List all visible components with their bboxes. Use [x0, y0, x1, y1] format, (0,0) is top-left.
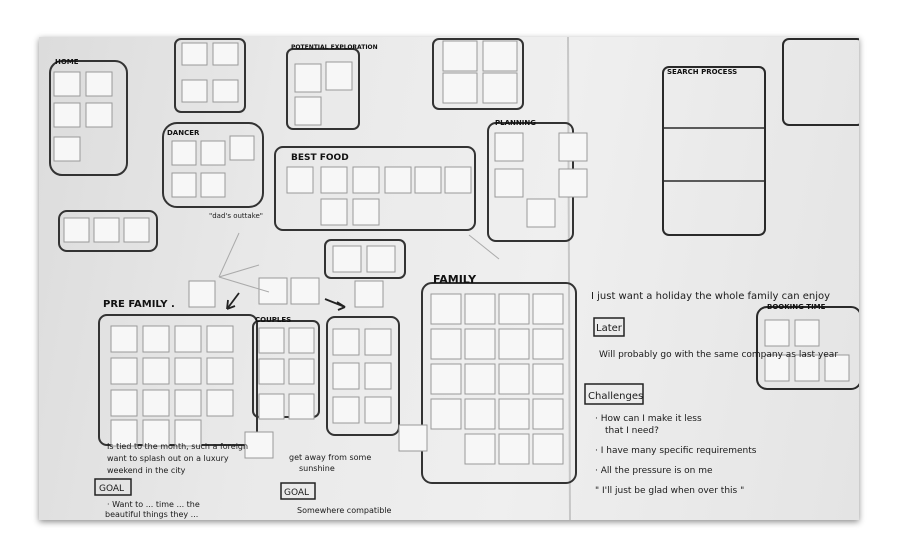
left-bottom-2: want to splash out on a luxury: [107, 454, 229, 463]
cluster-box: [286, 48, 360, 130]
goal-left-2: beautiful things they ...: [105, 510, 198, 519]
later-text: Will probably go with the same company a…: [599, 350, 838, 360]
challenge-1: · How can I make it less: [595, 414, 702, 424]
sticky-notes-cluster-exploration: [294, 61, 353, 126]
heading-planning: PLANNING: [495, 119, 536, 127]
cluster-box: [432, 38, 524, 110]
cluster-box: [252, 320, 320, 418]
heading-potential-exploration: POTENTIAL EXPLORATION: [291, 44, 378, 51]
cluster-box: [756, 306, 859, 390]
sticky-notes-cluster-mid: [332, 328, 392, 424]
sticky-notes-cluster-booking: [764, 319, 850, 382]
cluster-box: [162, 122, 264, 208]
heading-best-food: BEST FOOD: [291, 153, 349, 163]
left-bottom-1: Is tied to the month, such a foreign: [107, 442, 248, 451]
cluster-box: [274, 146, 476, 231]
challenge-4: " I'll just be glad when over this ": [595, 486, 744, 496]
arrows-light: [218, 232, 500, 293]
later-box: [593, 317, 625, 337]
heading-dancer: DANCER: [167, 129, 200, 137]
left-bottom-3: weekend in the city: [107, 466, 186, 475]
sticky-notes-cluster-couples: [258, 327, 315, 420]
challenges-label: Challenges: [588, 391, 643, 402]
annotation-1: "dad's outtake": [209, 212, 263, 220]
cluster-box: [421, 282, 577, 484]
sticky-notes-cluster-top-middle: [442, 40, 518, 104]
mid-bottom-2: sunshine: [299, 464, 335, 473]
cluster-box: [58, 210, 158, 252]
heading-couples: COUPLES: [255, 316, 291, 324]
challenge-1b: that I need?: [605, 426, 659, 436]
goal-mid-1: Somewhere compatible: [297, 506, 392, 515]
cluster-box: [174, 38, 246, 113]
board-seam: [567, 37, 571, 520]
goal-left-box: [94, 478, 132, 496]
mid-bottom-1: get away from some: [289, 453, 371, 462]
goal-left: GOAL: [99, 484, 124, 494]
heading-pre-family: PRE FAMILY .: [103, 299, 175, 310]
cluster-box: [782, 38, 859, 126]
challenge-2: · I have many specific requirements: [595, 446, 757, 456]
sticky-notes-cluster-top: [181, 42, 239, 103]
sticky-notes-cluster-planning: [494, 132, 588, 228]
sticky-notes-cluster-pre-family: [110, 325, 234, 447]
sticky-notes-cluster-best-food: [286, 166, 472, 226]
challenge-3: · All the pressure is on me: [595, 466, 713, 476]
whiteboard-photo: HOME DANCER POTENTIAL EXPLORATION: [39, 37, 859, 520]
sticky-notes-cluster-family: [430, 293, 564, 465]
sticky-notes-loose: [188, 277, 428, 459]
challenges-box: [584, 383, 644, 405]
cluster-box: [326, 316, 400, 436]
arrows: [226, 292, 346, 311]
cluster-box: [49, 60, 128, 176]
heading-booking-time: BOOKING TIME: [767, 303, 826, 311]
heading-search-process: SEARCH PROCESS: [667, 68, 737, 76]
process-box: [662, 66, 766, 236]
sticky-notes-cluster-dancer: [171, 135, 255, 198]
cluster-box: [324, 239, 406, 279]
whiteboard-canvas: HOME DANCER POTENTIAL EXPLORATION: [49, 37, 859, 520]
sticky-notes-cluster-small: [63, 217, 150, 243]
goal-mid: GOAL: [284, 488, 309, 498]
sticky-notes-cluster-small-mid: [332, 245, 396, 273]
quote-top: I just want a holiday the whole family c…: [591, 291, 830, 302]
heading-family: FAMILY: [433, 273, 477, 286]
goal-mid-box: [280, 482, 316, 500]
heading-home: HOME: [55, 58, 79, 66]
later-label: Later: [596, 323, 623, 334]
sticky-notes-cluster-home: [53, 71, 113, 162]
goal-left-1: · Want to ... time ... the: [107, 500, 200, 509]
